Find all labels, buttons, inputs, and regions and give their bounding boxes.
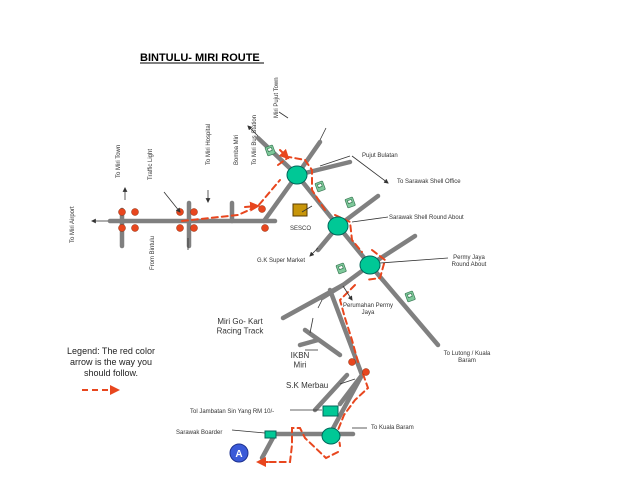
label-tol-jambatan: Tol Jambatan Sin Yang RM 10/- <box>190 409 274 415</box>
signal-dot <box>118 224 126 232</box>
pointer-arrows <box>91 111 449 434</box>
label-bomba-miri: Bomba Miri <box>234 135 240 165</box>
marker-a <box>229 443 249 463</box>
petrol-pumps <box>264 144 416 303</box>
roundabout-shell <box>327 216 349 236</box>
marker-a-label: A <box>235 449 242 460</box>
label-sarawak-boarder: Sarawak Boarder <box>176 430 222 436</box>
signal-dot <box>190 208 198 216</box>
pump-icon <box>314 180 326 193</box>
label-to-miri-town: To Miri Town <box>116 145 122 178</box>
label-to-shell-office: To Sarawak Shell Office <box>397 179 461 185</box>
roundabout-permy <box>359 255 381 275</box>
label-to-miri-airport: To Miri Airport <box>70 206 76 243</box>
label-shell-roundabout: Sarawak Shell Round About <box>389 215 464 221</box>
signal-dot <box>131 208 139 216</box>
signal-dot <box>131 224 139 232</box>
label-traffic-light: Traffic Light <box>148 149 154 180</box>
roundabout-baram <box>321 427 341 445</box>
label-pujut-bulatan: Pujut Bulatan <box>362 153 398 159</box>
label-to-kuala-baram: To Kuala Baram <box>371 425 414 431</box>
sesco-building <box>292 203 308 217</box>
signal-dot <box>348 358 356 366</box>
pump-icon <box>344 196 356 209</box>
roundabouts <box>286 165 381 445</box>
label-from-bintulu: From Bintulu <box>150 236 156 270</box>
label-to-miri-hospital: To Miri Hospital <box>206 124 212 165</box>
roundabout-pujut <box>286 165 308 185</box>
legend-text: Legend: The red color arrow is the way y… <box>67 346 155 378</box>
label-gk-super-market: G.K Super Market <box>257 258 305 264</box>
signal-dot <box>190 224 198 232</box>
signal-dot <box>261 224 269 232</box>
map-title: BINTULU- MIRI ROUTE <box>140 52 260 64</box>
signal-dot <box>258 205 266 213</box>
label-sk-merbau: S.K Merbau <box>286 381 328 390</box>
pump-icon <box>264 144 276 157</box>
border-booth <box>264 430 277 439</box>
label-to-miri-bus-station: To Miri Bus Station <box>252 115 258 165</box>
pump-icon <box>335 262 347 275</box>
pump-icon <box>404 290 416 303</box>
toll-booth <box>322 405 339 417</box>
signal-dot <box>118 208 126 216</box>
signal-dot <box>176 224 184 232</box>
route-path <box>181 148 387 467</box>
signal-dot <box>362 368 370 376</box>
label-miri-pujut-town: Miri Pujut Town <box>274 77 280 118</box>
label-sesco: SESCO <box>290 226 311 232</box>
